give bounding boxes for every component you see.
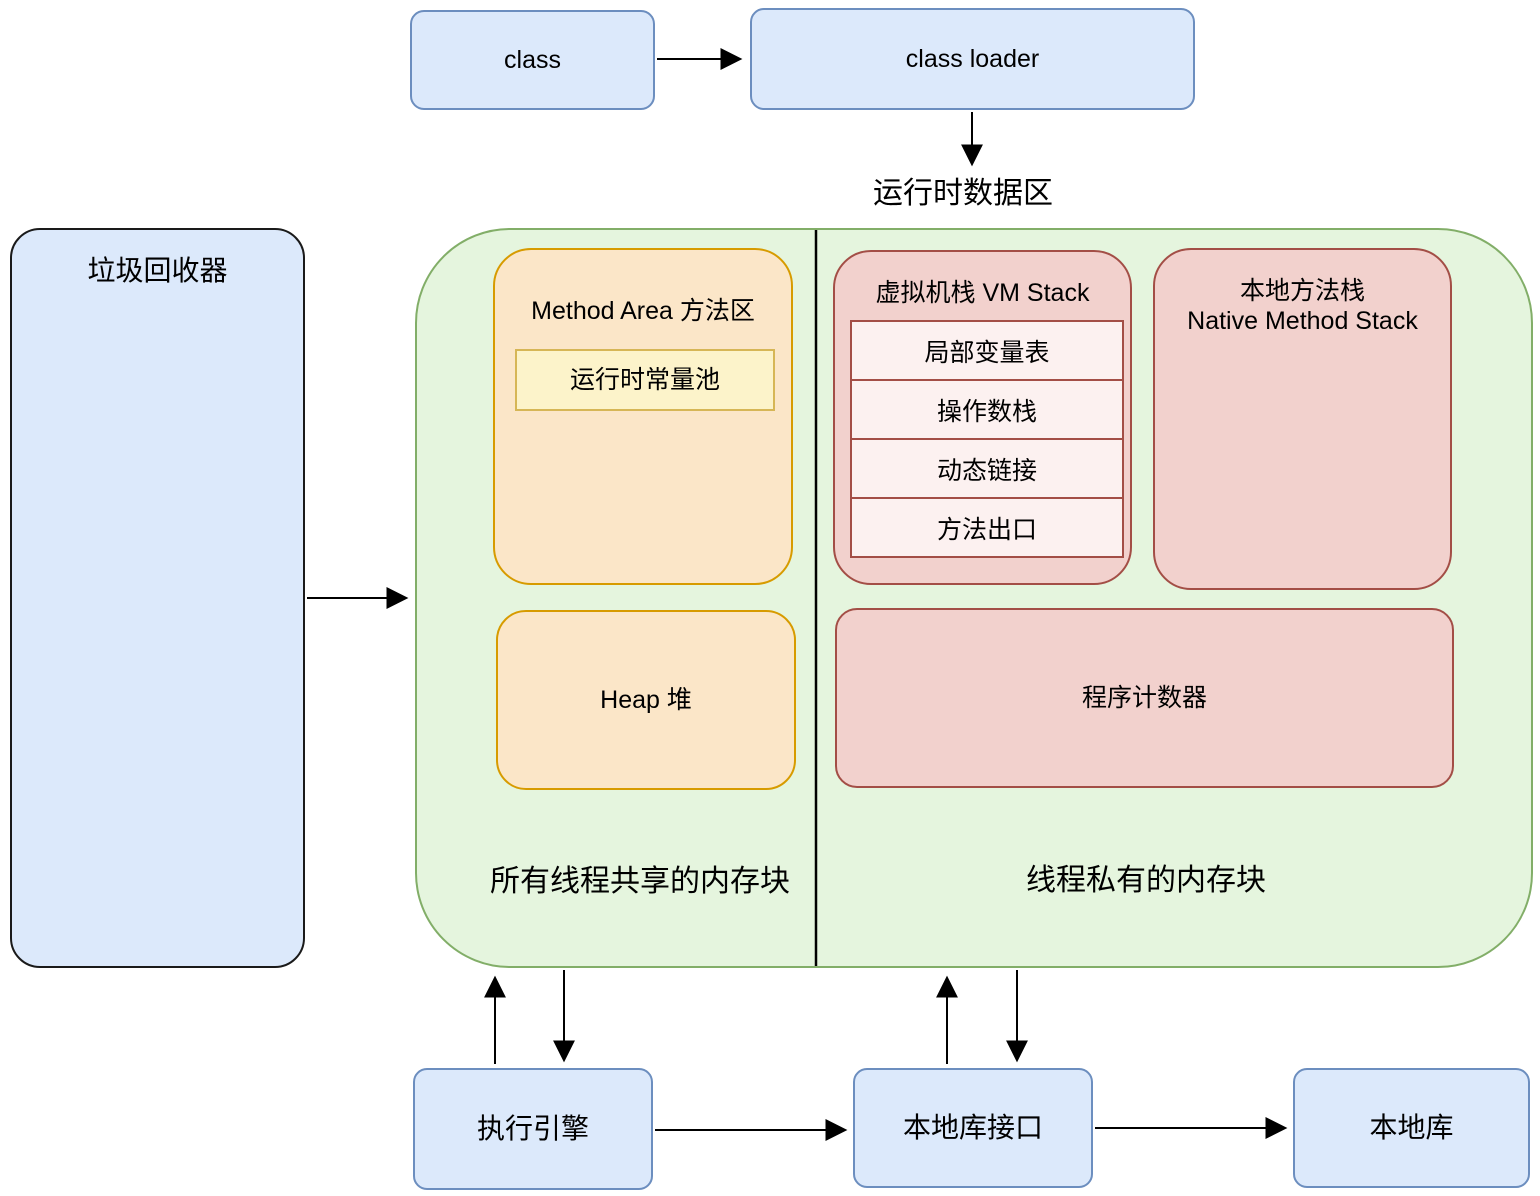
runtime-data-area-label: 运行时数据区 [873, 177, 1053, 210]
method-area-title: Method Area 方法区 [531, 297, 755, 325]
garbage-collector-label: 垃圾回收器 [87, 255, 228, 286]
runtime-constant-pool-node: 运行时常量池 [515, 349, 775, 411]
vm-stack-title: 虚拟机栈 VM Stack [875, 279, 1090, 307]
heap-label: Heap 堆 [600, 686, 692, 714]
execution-engine-node: 执行引擎 [413, 1068, 653, 1190]
dynamic-linking-row: 动态链接 [852, 440, 1122, 499]
shared-memory-caption: 所有线程共享的内存块 [490, 865, 790, 898]
native-interface-label: 本地库接口 [902, 1112, 1043, 1143]
private-memory-caption: 线程私有的内存块 [1026, 864, 1266, 897]
class-loader-node-label: class loader [905, 45, 1040, 73]
method-area-node: Method Area 方法区 运行时常量池 [493, 248, 793, 585]
local-variable-table-row: 局部变量表 [852, 322, 1122, 381]
execution-engine-label: 执行引擎 [476, 1113, 589, 1144]
vm-stack-frame-table: 局部变量表 操作数栈 动态链接 方法出口 [850, 320, 1124, 558]
program-counter-label: 程序计数器 [1081, 684, 1207, 712]
native-method-stack-node: 本地方法栈 Native Method Stack [1153, 248, 1452, 590]
native-method-stack-title-zh: 本地方法栈 [1239, 277, 1365, 305]
native-library-node: 本地库 [1293, 1068, 1530, 1188]
class-loader-node: class loader [750, 8, 1195, 110]
heap-node: Heap 堆 [496, 610, 796, 790]
vm-stack-node: 虚拟机栈 VM Stack 局部变量表 操作数栈 动态链接 方法出口 [833, 250, 1132, 585]
method-exit-row: 方法出口 [936, 515, 1037, 544]
native-method-stack-title-en: Native Method Stack [1187, 307, 1418, 335]
program-counter-node: 程序计数器 [835, 608, 1454, 788]
native-library-label: 本地库 [1369, 1112, 1454, 1143]
garbage-collector-node: 垃圾回收器 [10, 228, 305, 968]
class-node: class [410, 10, 655, 110]
native-interface-node: 本地库接口 [853, 1068, 1093, 1188]
class-node-label: class [504, 46, 561, 74]
operand-stack-row: 操作数栈 [852, 381, 1122, 440]
